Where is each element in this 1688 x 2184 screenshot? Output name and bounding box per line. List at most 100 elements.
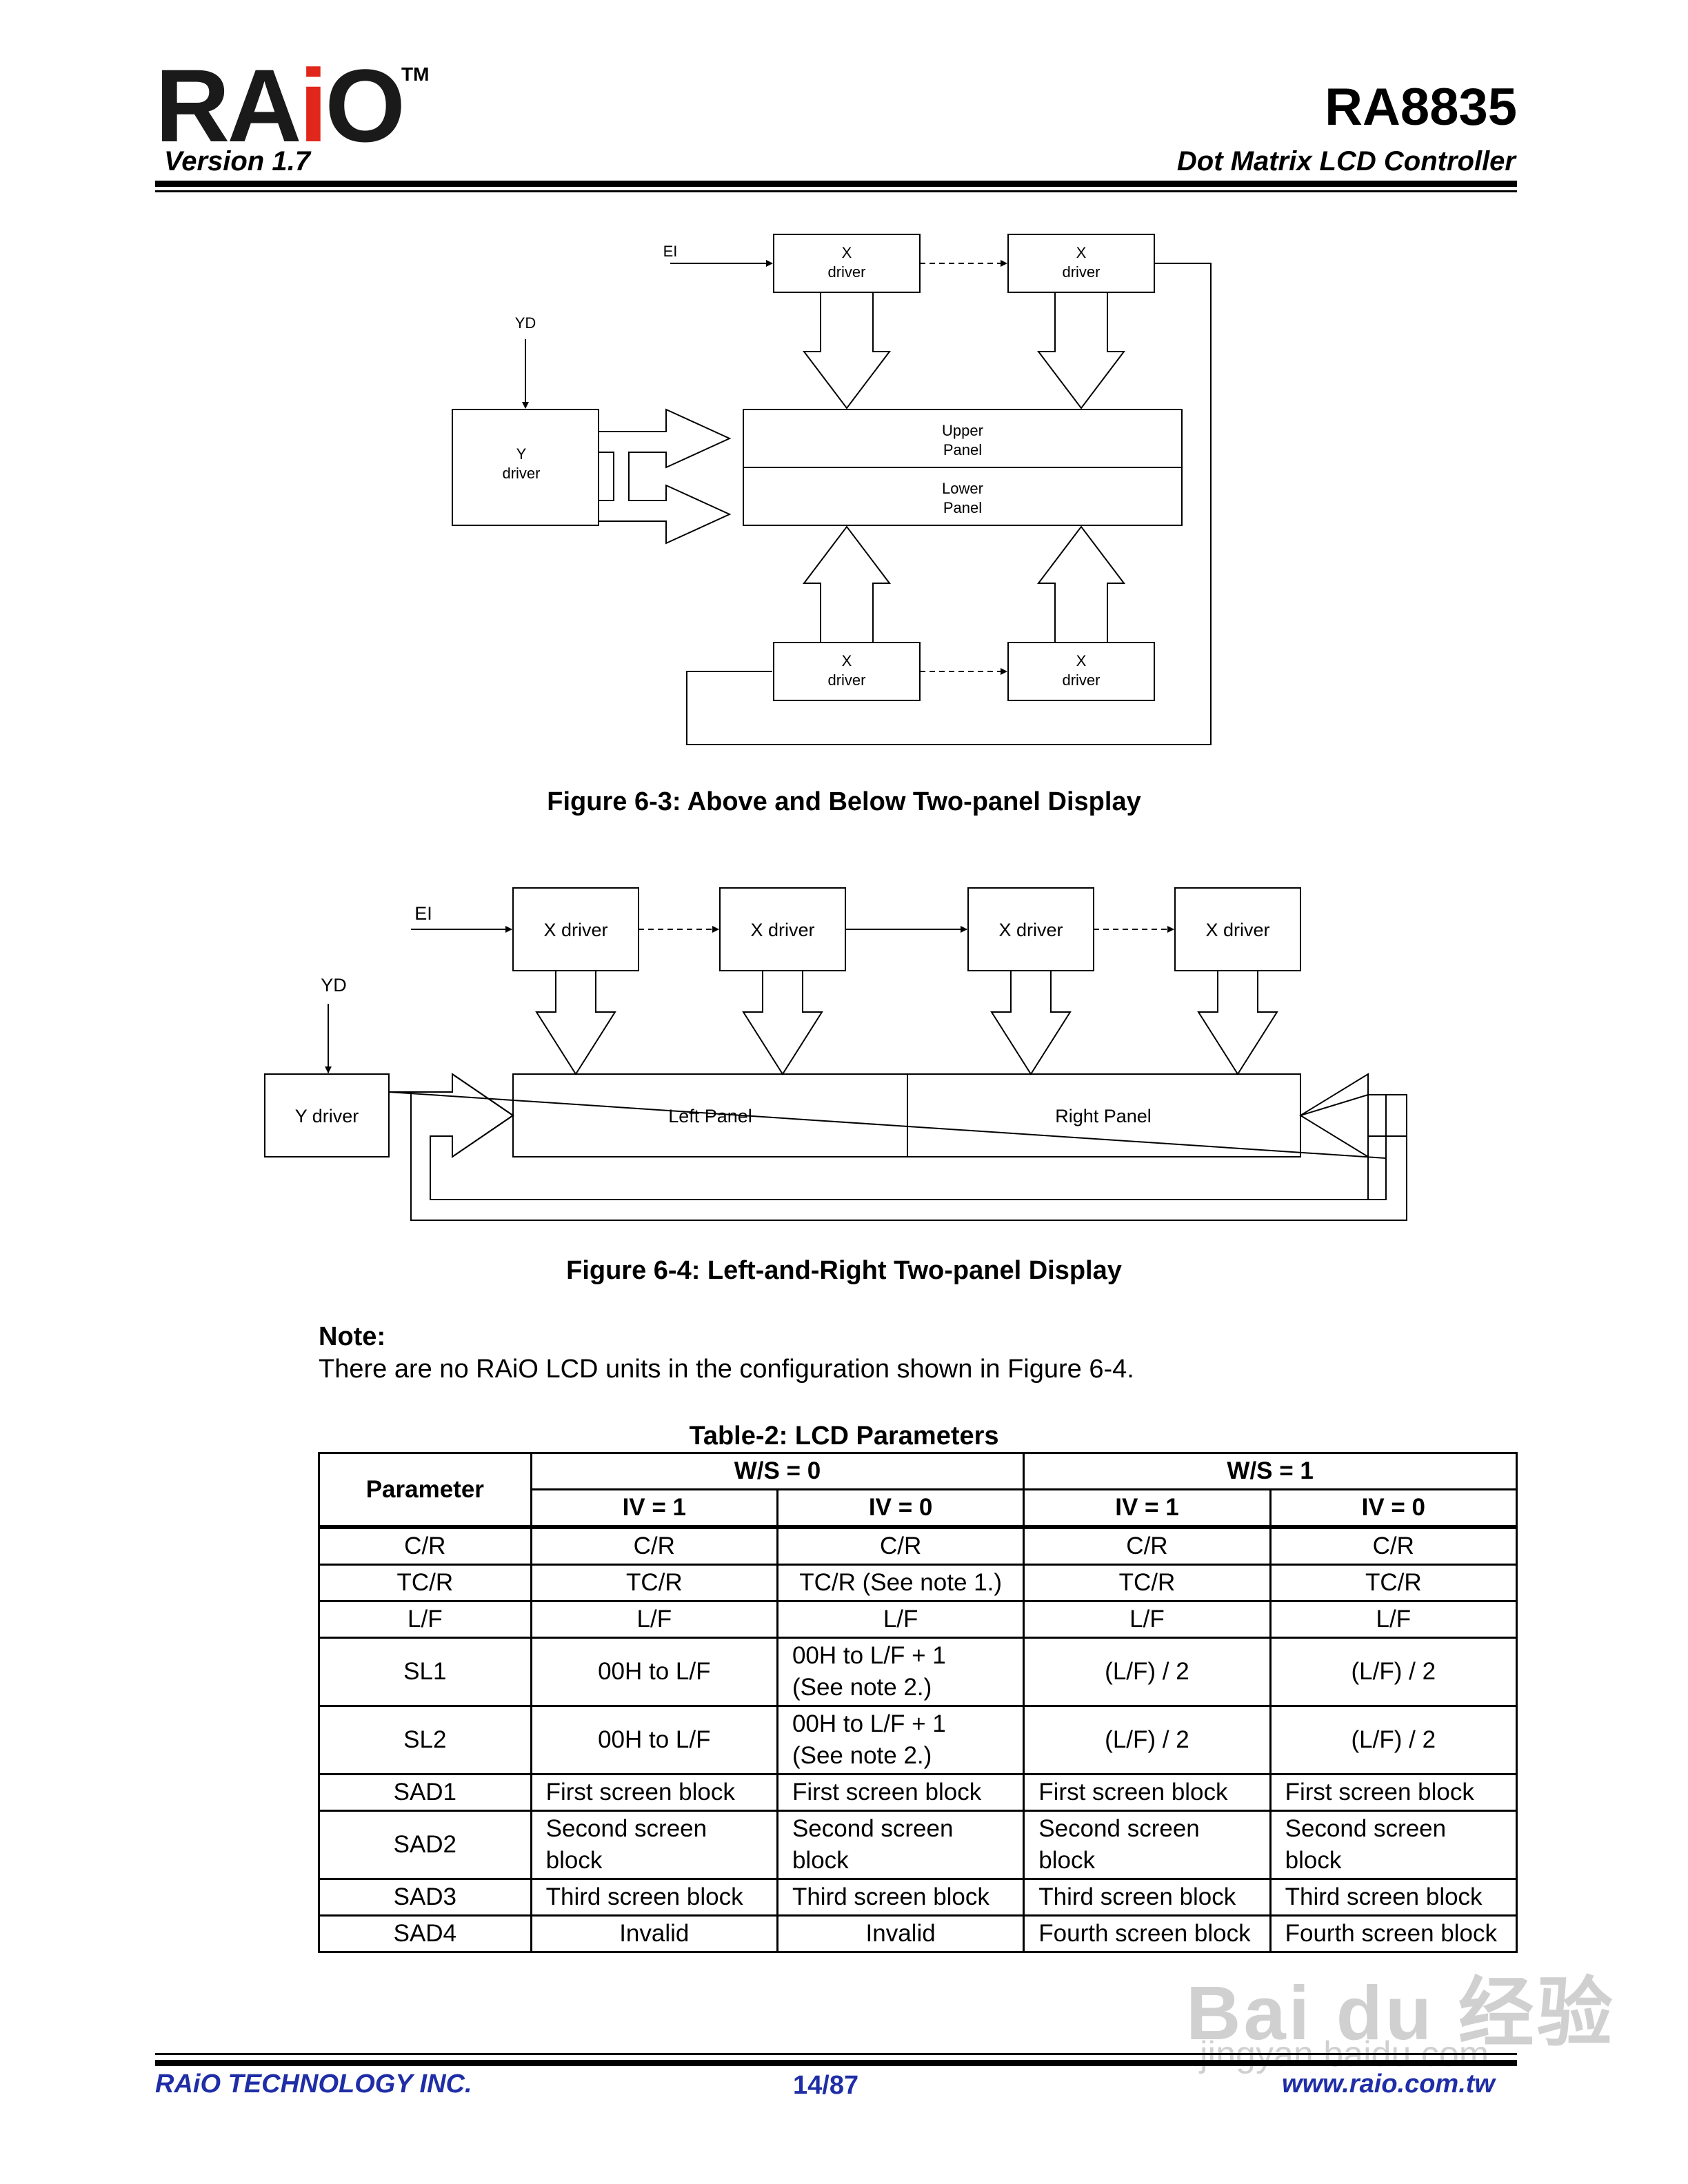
table-cell: L/F: [776, 1600, 1025, 1639]
fig4-ydriver: [264, 1073, 390, 1157]
fig4-left-panel-label: Left Panel: [668, 1106, 752, 1126]
table-cell: SAD2: [318, 1810, 532, 1880]
fig4-ydriver-label: Y driver: [295, 1106, 359, 1126]
table-cell: Second screen block: [776, 1810, 1025, 1880]
fig3-x-label: X: [842, 244, 852, 261]
table-cell: 00H to L/F + 1 (See note 2.): [776, 1705, 1025, 1775]
baidu-watermark: Bai du 经验: [1186, 1971, 1616, 2056]
table-title: Table-2: LCD Parameters: [689, 1422, 999, 1450]
table-cell: Third screen block: [530, 1878, 778, 1917]
table-cell: Fourth screen block: [1023, 1914, 1272, 1953]
lcd-parameters-table: Parameter W/S = 0 W/S = 1 IV = 1 IV = 0 …: [318, 1452, 1518, 1953]
table-cell: TC/R: [1269, 1564, 1518, 1602]
table-cell: Third screen block: [1269, 1878, 1518, 1917]
note-heading: Note:: [319, 1322, 386, 1351]
raio-logo: RAiO: [155, 48, 405, 163]
table-cell: Second screen block: [530, 1810, 778, 1880]
table-cell: TC/R: [318, 1564, 532, 1602]
cell-line: Second screen: [792, 1815, 954, 1842]
cell-line: (See note 2.): [792, 1742, 932, 1769]
table-cell: First screen block: [1023, 1773, 1272, 1812]
table-row: SL1 00H to L/F 00H to L/F + 1(See note 2…: [318, 1637, 1518, 1707]
cell-line: 00H to L/F + 1: [792, 1710, 946, 1737]
version-label: Version 1.7: [164, 146, 310, 176]
cell-line: block: [792, 1847, 849, 1874]
table-header-row: Parameter W/S = 0 W/S = 1: [318, 1452, 1518, 1529]
table-cell: 00H to L/F: [530, 1705, 778, 1775]
fig3-ei-label: EI: [663, 243, 678, 260]
table-cell: SAD1: [318, 1773, 532, 1812]
table-cell: Third screen block: [1023, 1878, 1272, 1917]
table-cell: SL2: [318, 1705, 532, 1775]
table-cell: L/F: [1269, 1600, 1518, 1639]
table-cell: Third screen block: [776, 1878, 1025, 1917]
table-cell: C/R: [530, 1526, 778, 1566]
table-cell: TC/R: [1023, 1564, 1272, 1602]
fig4-ei-label: EI: [414, 903, 432, 924]
cell-line: block: [1285, 1847, 1342, 1874]
trademark: TM: [401, 63, 430, 85]
fig4-xdriver-label: X driver: [1205, 920, 1269, 940]
header-iv0: IV = 0: [776, 1488, 1025, 1529]
table-cell: L/F: [530, 1600, 778, 1639]
table-cell: 00H to L/F: [530, 1637, 778, 1707]
table-cell: C/R: [1023, 1526, 1272, 1566]
header-rule: [155, 181, 1517, 187]
table-row: SL2 00H to L/F 00H to L/F + 1 (See note 2…: [318, 1705, 1518, 1775]
note-text: There are no RAiO LCD units in the confi…: [319, 1355, 1134, 1384]
fig3-x-label: X: [842, 652, 852, 669]
fig3-x-label: X: [1076, 652, 1087, 669]
table-row: SAD3 Third screen block Third screen blo…: [318, 1878, 1518, 1917]
fig3-driver-label: driver: [827, 263, 865, 281]
fig4-xdriver-label: X driver: [543, 920, 607, 940]
table-cell: (L/F) / 2: [1023, 1637, 1272, 1707]
table-cell: TC/R (See note 1.): [776, 1564, 1025, 1602]
fig3-driver-label: driver: [827, 671, 865, 689]
fig3-driver-label: driver: [1062, 671, 1100, 689]
table-cell: Invalid: [530, 1914, 778, 1953]
table-cell: C/R: [318, 1526, 532, 1566]
table-cell: SL1: [318, 1637, 532, 1707]
cell-line: 00H to L/F + 1: [792, 1642, 946, 1669]
fig4-xdriver-label: X driver: [998, 920, 1063, 940]
cell-line: Second screen: [545, 1815, 707, 1842]
table-cell: First screen block: [1269, 1773, 1518, 1812]
fig3-lower-panel-label: Lower: [942, 480, 983, 497]
model-title: RA8835: [1325, 78, 1517, 136]
table-cell: C/R: [1269, 1526, 1518, 1566]
table-cell: L/F: [318, 1600, 532, 1639]
fig3-driver-label: driver: [502, 465, 540, 482]
cell-line: Second screen: [1038, 1815, 1200, 1842]
footer-url: www.raio.com.tw: [1282, 2070, 1495, 2099]
fig4-xdriver-label: X driver: [750, 920, 814, 940]
header-iv1: IV = 1: [1023, 1488, 1272, 1529]
doc-subtitle: Dot Matrix LCD Controller: [1176, 146, 1516, 176]
header-iv1: IV = 1: [530, 1488, 778, 1529]
cell-line: block: [545, 1847, 603, 1874]
figure-6-3-diagram: EI YD X driver X driver X driver X drive…: [452, 234, 1212, 745]
table-cell: SAD4: [318, 1914, 532, 1953]
figure-6-3-caption: Figure 6-3: Above and Below Two-panel Di…: [547, 787, 1141, 816]
figure-6-4-diagram: EI YD X driver X driver X driver X drive…: [264, 887, 1407, 1221]
fig3-x-label: X: [1076, 244, 1087, 261]
table-row: SAD1 First screen block First screen blo…: [318, 1773, 1518, 1812]
table-row: TC/R TC/R TC/R (See note 1.) TC/R TC/R: [318, 1564, 1518, 1602]
footer-rule-thin: [155, 2053, 1517, 2055]
figure-6-4-caption: Figure 6-4: Left-and-Right Two-panel Dis…: [566, 1256, 1122, 1285]
fig3-yd-label: YD: [515, 314, 536, 332]
header-iv0: IV = 0: [1269, 1488, 1518, 1529]
footer-page-number: 14/87: [793, 2071, 859, 2100]
header-ws0: W/S = 0: [530, 1452, 1025, 1490]
table-cell: First screen block: [530, 1773, 778, 1812]
table-row: C/R C/R C/R C/R C/R: [318, 1526, 1518, 1566]
footer-company: RAiO TECHNOLOGY INC.: [155, 2070, 472, 2099]
table-cell: (L/F) / 2: [1023, 1705, 1272, 1775]
table-row: SAD4 Invalid Invalid Fourth screen block…: [318, 1914, 1518, 1953]
table-cell: (L/F) / 2: [1269, 1705, 1518, 1775]
table-cell: Fourth screen block: [1269, 1914, 1518, 1953]
header-parameter: Parameter: [318, 1452, 532, 1529]
table-cell: 00H to L/F + 1(See note 2.): [776, 1637, 1025, 1707]
table-cell: C/R: [776, 1526, 1025, 1566]
header-ws1: W/S = 1: [1023, 1452, 1518, 1490]
cell-line: block: [1038, 1847, 1095, 1874]
